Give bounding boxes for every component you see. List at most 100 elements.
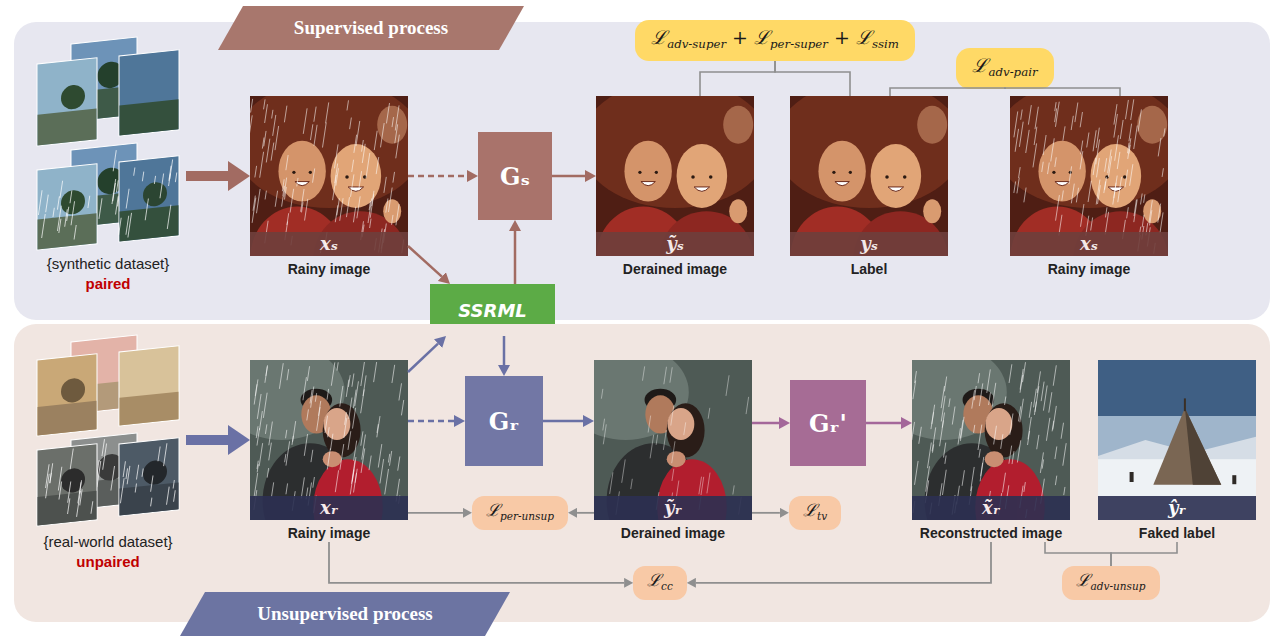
picture-detail bbox=[923, 199, 941, 223]
rain-streak bbox=[154, 176, 155, 184]
picture-detail bbox=[985, 451, 1004, 467]
rain-streak bbox=[271, 482, 273, 497]
loss-name: ℒadv-pair bbox=[972, 53, 1037, 84]
rain-streak bbox=[974, 425, 975, 433]
loss-name: ℒcc bbox=[647, 570, 673, 596]
photo-card bbox=[119, 438, 179, 516]
picture-detail bbox=[596, 96, 754, 208]
rain-streak bbox=[1064, 487, 1065, 495]
rain-streak bbox=[111, 466, 115, 490]
rain-streak bbox=[643, 366, 645, 380]
photo-card bbox=[37, 164, 97, 250]
rain-streak bbox=[120, 478, 124, 503]
rain-streak bbox=[362, 140, 364, 152]
photo-card bbox=[37, 58, 97, 146]
rain-streak bbox=[370, 194, 374, 218]
picture-detail bbox=[61, 84, 85, 111]
rain-streak bbox=[322, 123, 326, 148]
rain-streak bbox=[80, 480, 82, 494]
photo-card bbox=[119, 156, 179, 242]
rain-streak bbox=[1158, 138, 1161, 156]
process-title: Supervised process bbox=[294, 17, 448, 39]
rain-streak bbox=[1162, 168, 1163, 177]
rain-streak bbox=[1088, 181, 1091, 202]
rain-streak bbox=[380, 459, 384, 483]
rain-streak bbox=[151, 475, 153, 491]
rain-streak bbox=[126, 468, 128, 479]
face-eye bbox=[1052, 171, 1055, 174]
rain-streak bbox=[311, 387, 314, 408]
rain-streak bbox=[286, 441, 290, 465]
picture-detail bbox=[38, 401, 97, 436]
picture-detail bbox=[667, 451, 686, 467]
rain-streak bbox=[913, 380, 916, 399]
rain-streak bbox=[1034, 127, 1037, 145]
loss-term: ℒadv-unsup bbox=[1062, 566, 1159, 600]
caption-bar: ỹᵣ bbox=[594, 496, 752, 520]
rain-streak bbox=[348, 431, 351, 450]
tent-shape bbox=[1153, 408, 1221, 485]
loss-subscript: cc bbox=[661, 580, 673, 592]
rain-streak bbox=[1040, 452, 1043, 473]
loss-symbol: ℒ bbox=[651, 26, 667, 48]
generator-box: Gₛ bbox=[478, 132, 552, 220]
rain-streak bbox=[175, 173, 176, 183]
rain-streak bbox=[158, 446, 160, 461]
picture-detail bbox=[1137, 106, 1167, 144]
loss-symbol: ℒ bbox=[1076, 570, 1090, 590]
rain-streak bbox=[292, 436, 293, 445]
rain-streak bbox=[350, 118, 352, 130]
loss-symbol: ℒ bbox=[803, 500, 817, 520]
photo-card bbox=[37, 444, 97, 526]
picture-detail bbox=[723, 106, 753, 144]
rain-streak bbox=[160, 174, 164, 199]
rain-streak bbox=[116, 196, 119, 214]
caption-bar: x̃ᵣ bbox=[912, 496, 1070, 520]
rain-streak bbox=[1053, 406, 1057, 430]
process-title: Unsupervised process bbox=[257, 603, 432, 625]
rain-streak bbox=[919, 427, 922, 444]
rain-streak bbox=[1104, 181, 1106, 193]
rain-streak bbox=[1127, 207, 1129, 218]
rain-streak bbox=[272, 110, 273, 119]
loss-term: ℒtv bbox=[789, 496, 841, 530]
rain-streak bbox=[974, 386, 976, 400]
rain-streak bbox=[958, 428, 960, 444]
rain-streak bbox=[1128, 138, 1131, 159]
rain-streak bbox=[264, 99, 265, 109]
tab-shape bbox=[218, 6, 524, 50]
rain-streak bbox=[135, 483, 136, 492]
rain-streak bbox=[945, 456, 946, 464]
image-panel: ỹᵣDerained image bbox=[594, 360, 752, 542]
rain-streak bbox=[1087, 133, 1089, 148]
image-panel: ŷᵣFaked label bbox=[1098, 360, 1256, 542]
rain-streak bbox=[113, 150, 116, 171]
rain-streak bbox=[1134, 199, 1137, 222]
rain-streak bbox=[279, 363, 283, 389]
rain-streak bbox=[940, 420, 944, 446]
rain-streak bbox=[287, 369, 289, 380]
face-smile bbox=[694, 187, 709, 191]
rain-streak bbox=[331, 362, 335, 385]
rain-streak bbox=[102, 439, 104, 456]
rain-streak bbox=[123, 461, 125, 477]
rain-streak bbox=[297, 178, 298, 186]
rain-streak bbox=[949, 398, 950, 406]
rain-streak bbox=[99, 198, 102, 219]
image-panel: xₛRainy image bbox=[1010, 96, 1168, 278]
rain-streak bbox=[1041, 382, 1044, 401]
face-eye bbox=[832, 171, 835, 174]
dataset-name: {synthetic dataset} bbox=[30, 254, 186, 274]
rain-streak bbox=[992, 383, 996, 407]
rain-streak bbox=[1005, 396, 1006, 405]
loss-subscript: per-unsup bbox=[500, 510, 554, 522]
loss-term: ℒadv-super + ℒper-super + ℒssim bbox=[635, 20, 915, 61]
rain-streak bbox=[340, 444, 344, 470]
caption-bar: xₛ bbox=[250, 232, 408, 256]
rain-streak bbox=[374, 131, 377, 150]
rain-streak bbox=[672, 469, 674, 481]
generator-name: Gᵣ' bbox=[809, 409, 847, 438]
loss-name: ℒtv bbox=[803, 500, 827, 526]
image-symbol: xₛ bbox=[1010, 232, 1168, 256]
rain-streak bbox=[1048, 163, 1050, 175]
